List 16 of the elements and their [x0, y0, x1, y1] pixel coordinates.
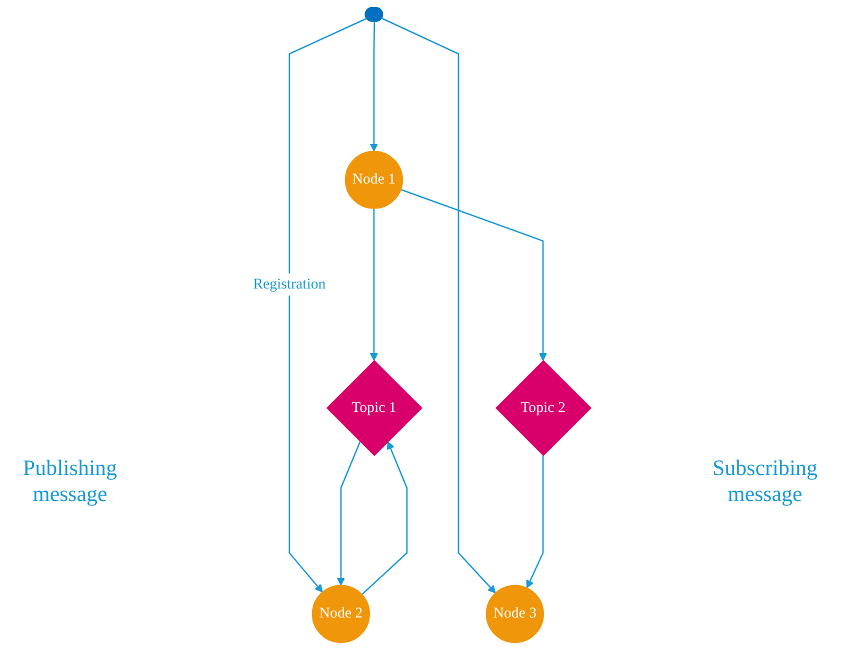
- node-circle: Node 3: [486, 584, 544, 644]
- node-circle: Node 1: [344, 150, 403, 209]
- annotation-text: Publishing message: [22, 455, 118, 507]
- node-diamond: Topic 1: [326, 360, 422, 456]
- arrow: [336, 441, 361, 586]
- node-diamond: Topic 2: [495, 360, 592, 456]
- node-circle: Node 2: [312, 584, 370, 644]
- arrow: [526, 455, 544, 588]
- arrow: [288, 18, 367, 592]
- arrow: [382, 18, 496, 594]
- edge-label: Registration: [253, 276, 326, 292]
- annotation-text: Subscribing message: [711, 455, 819, 507]
- arrow: [400, 188, 548, 361]
- arrow: [370, 208, 378, 361]
- arrow: [370, 22, 378, 152]
- arrow: [361, 441, 408, 596]
